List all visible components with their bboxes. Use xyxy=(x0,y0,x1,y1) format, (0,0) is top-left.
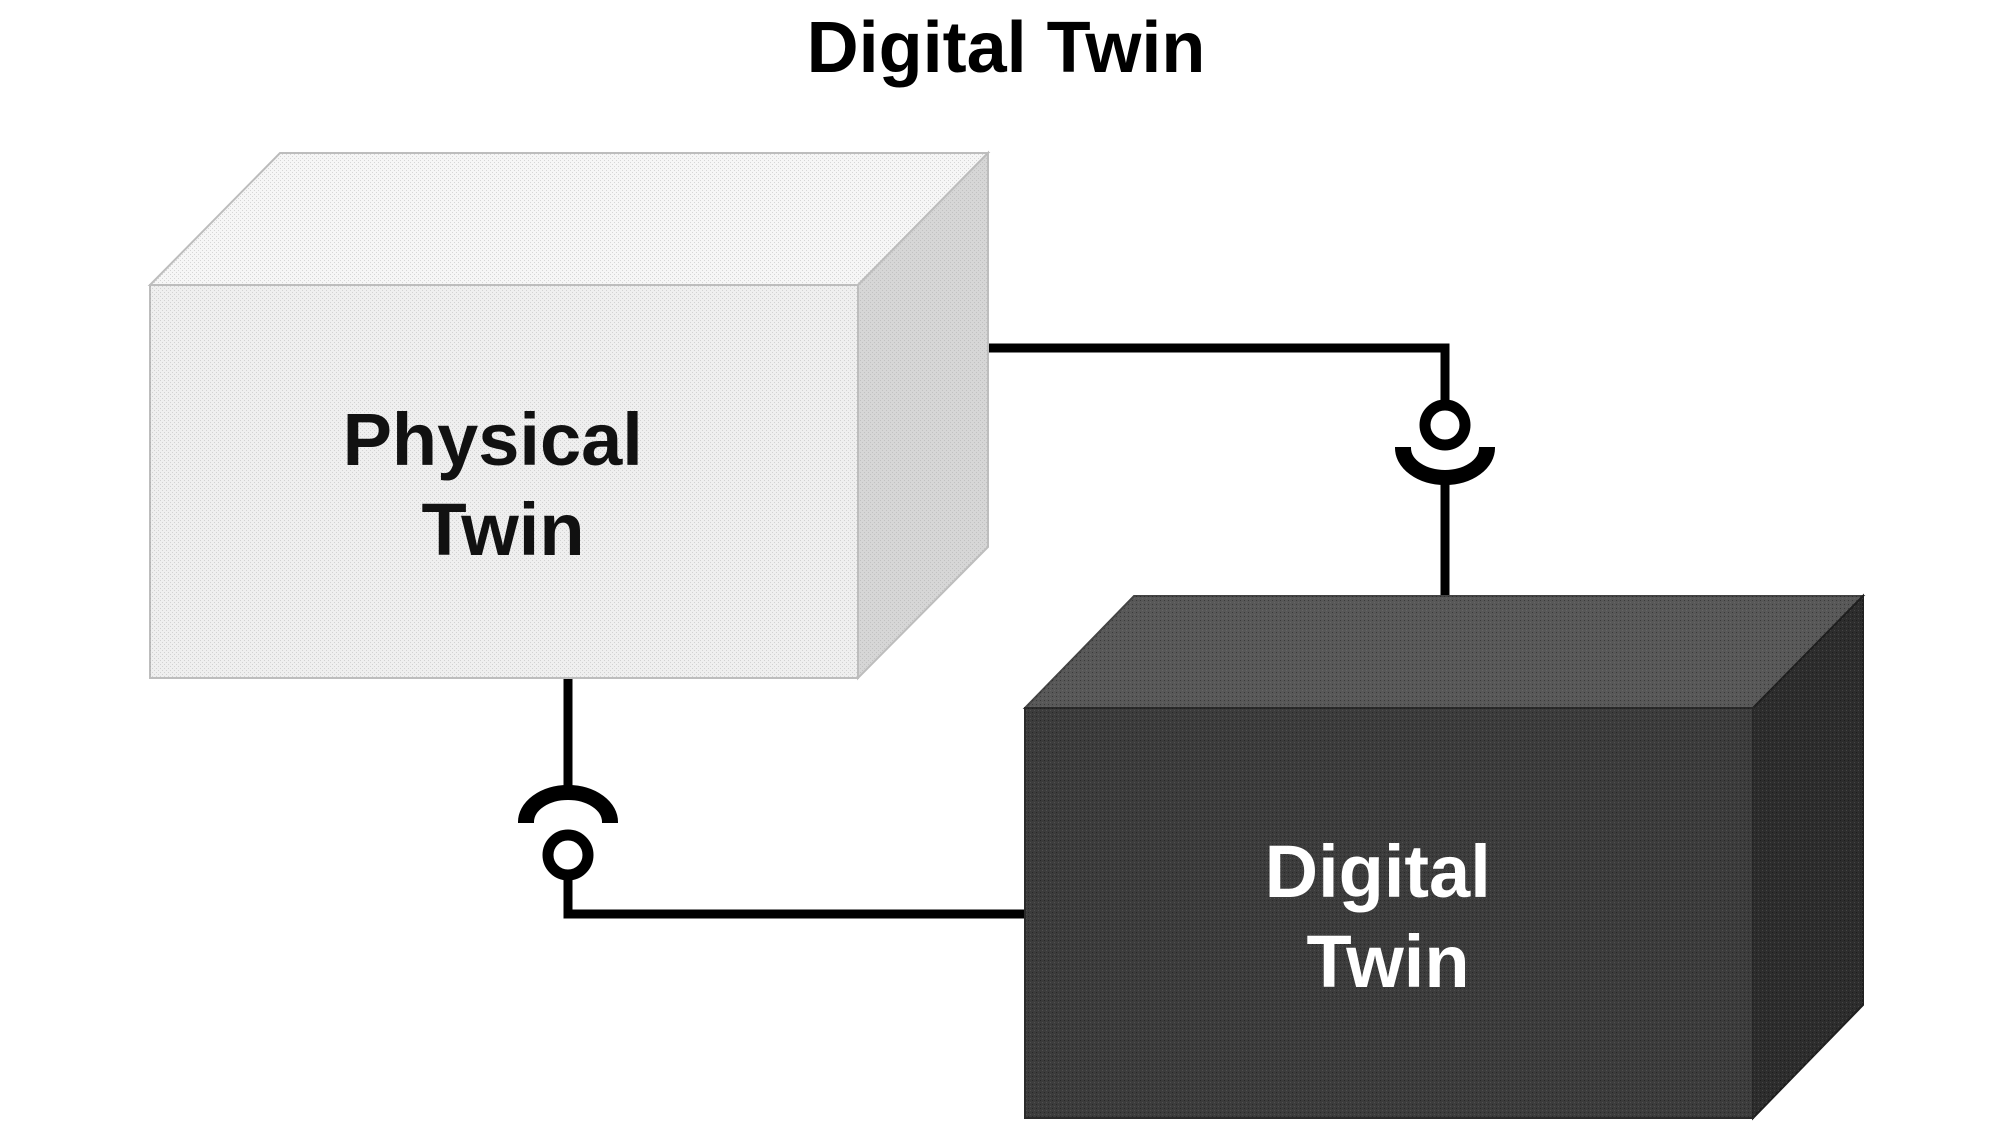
digital-box-label-line1: Digital xyxy=(1265,830,1491,913)
physical-twin-box: Physical Twin xyxy=(147,150,991,681)
interface-ball-icon xyxy=(542,829,594,881)
connector-physical-to-digital xyxy=(986,343,1450,406)
interface-socket-icon xyxy=(517,785,619,823)
physical-box-label-line2: Twin xyxy=(421,488,584,571)
svg-text:Physical Twin: Physical Twin xyxy=(343,398,664,571)
diagram-title: Digital Twin xyxy=(807,8,1206,88)
digital-box-label-line2: Twin xyxy=(1306,920,1469,1003)
digital-twin-box: Digital Twin xyxy=(1022,593,1866,1121)
interface-symbol-lower xyxy=(517,785,619,881)
physical-box-label-line1: Physical xyxy=(343,398,643,481)
connector-digital-to-physical xyxy=(563,876,1025,919)
interface-symbol-upper xyxy=(1394,399,1496,485)
interface-ball-icon xyxy=(1419,399,1471,451)
svg-text:Digital Twin: Digital Twin xyxy=(1265,830,1512,1003)
interface-socket-icon xyxy=(1394,447,1496,485)
